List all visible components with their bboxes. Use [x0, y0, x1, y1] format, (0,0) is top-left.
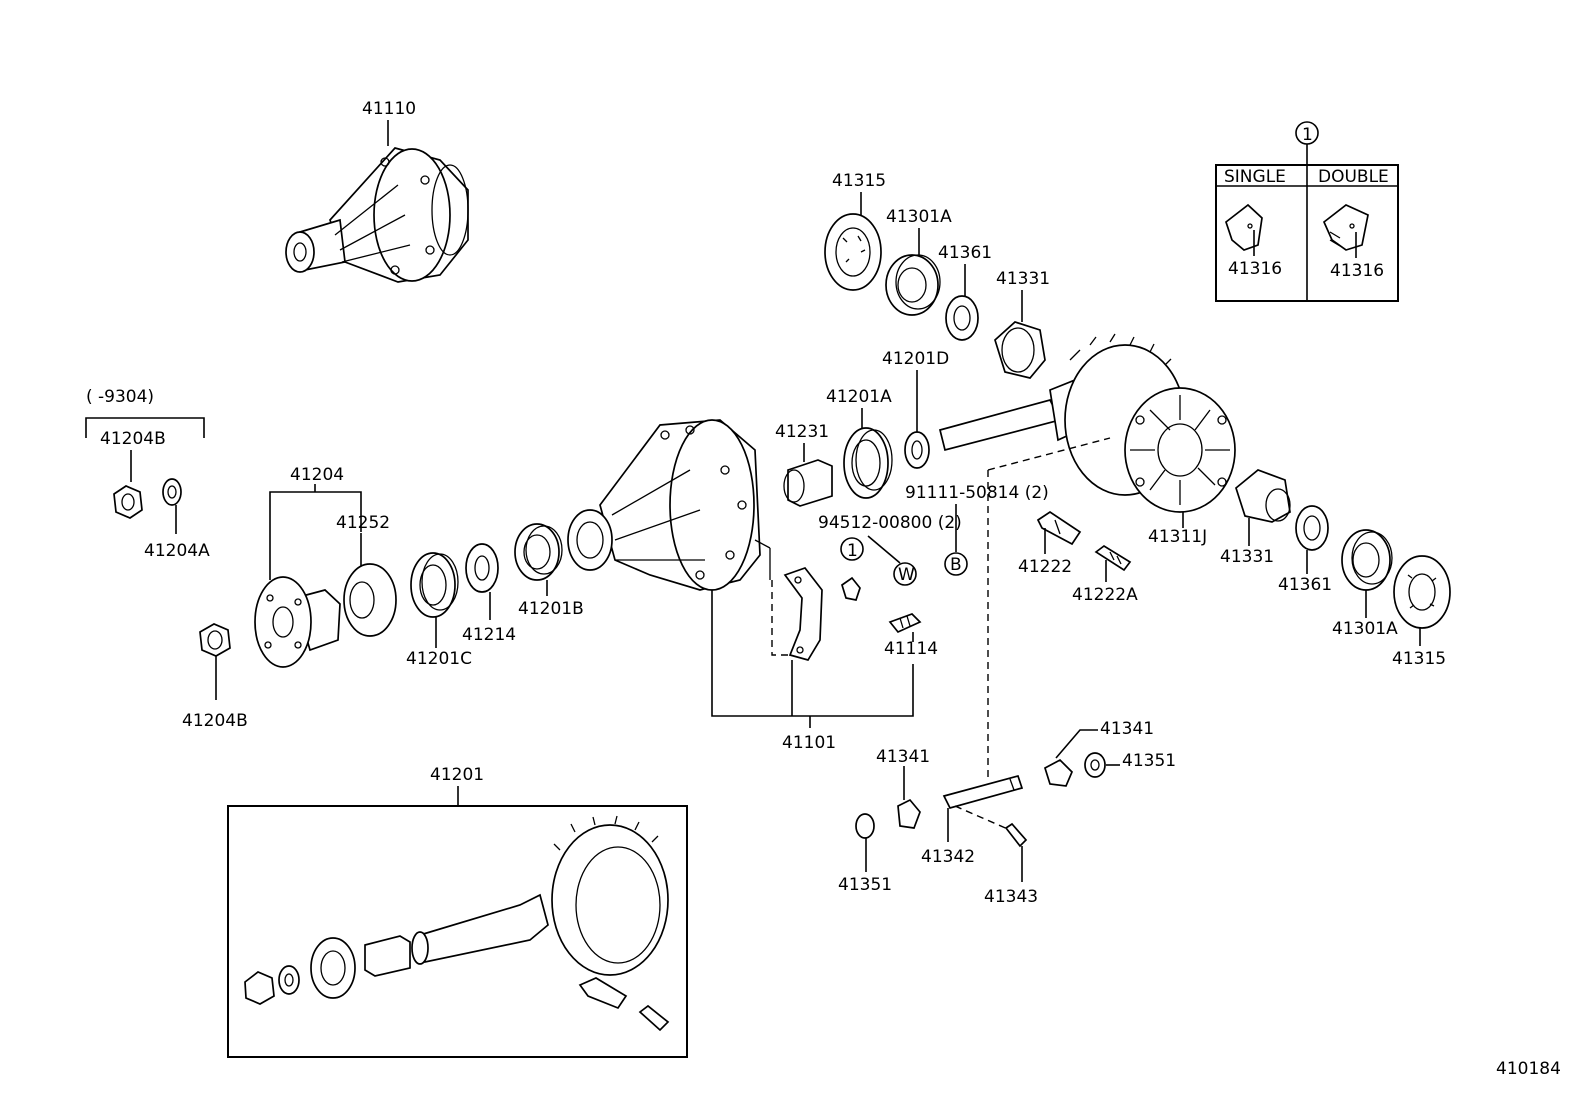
nut-41204B-top: [113, 485, 143, 519]
label-washer-94512: 94512-00800 (2): [818, 513, 962, 533]
side-gear-41331-top: [994, 321, 1046, 379]
label-41222: 41222: [1018, 557, 1072, 577]
label-41361-top: 41361: [938, 243, 992, 263]
label-41201A: 41201A: [826, 387, 892, 407]
label-41110: 41110: [362, 99, 416, 119]
label-41204B-top: 41204B: [100, 429, 166, 449]
label-41341-right: 41341: [1100, 719, 1154, 739]
callout-1-label: 1: [847, 541, 858, 561]
washer-41351-left: [855, 813, 875, 839]
diagram-id: 410184: [1496, 1059, 1561, 1079]
bearing-41315-right: [1393, 555, 1451, 629]
label-41301A-top: 41301A: [886, 207, 952, 227]
label-41343: 41343: [984, 887, 1038, 907]
spacer-41214: [465, 543, 499, 593]
label-41204: 41204: [290, 465, 344, 485]
label-41351-left: 41351: [838, 875, 892, 895]
double-part-41316: 41316: [1330, 261, 1384, 281]
side-gear-41331-right: [1235, 469, 1291, 523]
variant-table: 1 SINGLE DOUBLE 41316 41316: [1215, 121, 1399, 302]
spacer-41361-right: [1295, 505, 1329, 551]
pinion-41341-right: [1043, 758, 1074, 787]
label-41214: 41214: [462, 625, 516, 645]
bearing-41301A-right: [1341, 529, 1393, 591]
washer-41204A: [162, 478, 182, 506]
variant-callout: 1: [1302, 125, 1313, 145]
header-double: DOUBLE: [1318, 167, 1389, 187]
carrier-housing-41101: [567, 419, 771, 591]
spacer-41361-top: [945, 295, 979, 341]
label-41315-right: 41315: [1392, 649, 1446, 669]
companion-flange-41204: [254, 576, 341, 668]
single-part-41316: 41316: [1228, 259, 1282, 279]
label-41204A: 41204A: [144, 541, 210, 561]
washer-41351-right: [1084, 752, 1106, 778]
label-41231: 41231: [775, 422, 829, 442]
bolt-mark-b: [944, 552, 968, 576]
label-41331-right: 41331: [1220, 547, 1274, 567]
pinion-shaft-41342: [942, 774, 1024, 810]
carrier-assembly-41110: [285, 147, 469, 283]
ring-gear-pinion-41201: [244, 815, 670, 1032]
washer-mark-label: W: [898, 565, 915, 585]
bolt-41114: [888, 613, 922, 634]
bearing-cap-41101: [783, 566, 823, 661]
pin-guide-line: [954, 805, 1011, 831]
pinion-41341-left: [897, 798, 921, 829]
bearing-41315-top: [824, 213, 882, 291]
label-41222A: 41222A: [1072, 585, 1138, 605]
bearing-41201C: [410, 552, 459, 618]
label-41252: 41252: [336, 513, 390, 533]
differential-case-41311J: [938, 333, 1236, 513]
bolt-mark-label: B: [950, 555, 962, 575]
label-41204B-nut: 41204B: [182, 711, 248, 731]
gear-set-box: [227, 805, 688, 1058]
label-41342: 41342: [921, 847, 975, 867]
leader-41204: [269, 484, 362, 580]
leader-41341-right: [1055, 729, 1098, 759]
leader-41101: [711, 590, 914, 728]
clip-41316-small: [841, 576, 861, 601]
washer-mark-w: [893, 562, 917, 586]
label-41315-top: 41315: [832, 171, 886, 191]
plug-41222: [1036, 510, 1082, 546]
label-41201C: 41201C: [406, 649, 472, 669]
bearing-41301A-top: [885, 254, 941, 316]
spacer-41201D: [904, 431, 930, 469]
label-41301A-right: 41301A: [1332, 619, 1398, 639]
cap-guide-line: [771, 580, 790, 656]
label-41201D: 41201D: [882, 349, 949, 369]
bearing-41201B: [514, 523, 563, 581]
range-note: ( -9304): [86, 387, 154, 407]
label-41114: 41114: [884, 639, 938, 659]
label-41331-top: 41331: [996, 269, 1050, 289]
spacer-41231: [783, 459, 833, 507]
label-41351-right: 41351: [1122, 751, 1176, 771]
label-bolt-91111: 91111-50814 (2): [905, 483, 1049, 503]
oil-seal-41252: [343, 563, 397, 637]
range-bracket: [85, 417, 205, 438]
label-41101: 41101: [782, 733, 836, 753]
assembly-guide-line: [987, 437, 1111, 780]
label-41361-right: 41361: [1278, 575, 1332, 595]
nut-41204B: [199, 623, 231, 657]
label-41311J: 41311J: [1148, 527, 1207, 547]
label-41341-left: 41341: [876, 747, 930, 767]
bearing-41201A: [843, 427, 893, 499]
label-41201: 41201: [430, 765, 484, 785]
plug-41222A: [1094, 544, 1132, 572]
pin-41343: [1004, 822, 1028, 848]
callout-1-mark: [840, 537, 864, 561]
label-41201B: 41201B: [518, 599, 584, 619]
header-single: SINGLE: [1224, 167, 1286, 187]
